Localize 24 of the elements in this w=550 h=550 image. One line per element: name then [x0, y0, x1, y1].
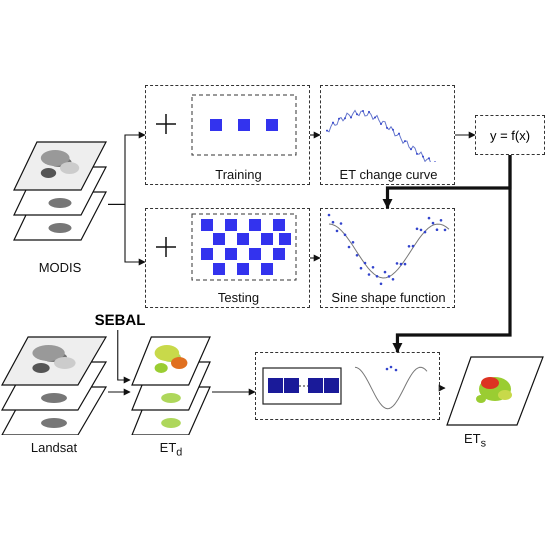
box-caption: ET change curve: [339, 167, 438, 182]
image-caption: ET$_{s}$: [464, 431, 486, 452]
arrow: [108, 388, 131, 396]
dashed-box: [320, 208, 455, 308]
dashed-box: [320, 85, 455, 185]
arrow: [108, 204, 146, 266]
method-label: SEBAL: [92, 312, 148, 330]
image-caption: MODIS: [38, 260, 82, 275]
box-caption: Training: [215, 167, 262, 182]
dashed-box: [145, 85, 310, 185]
arrow: [438, 384, 446, 392]
arrow: [310, 132, 321, 138]
box-caption: Testing: [218, 290, 260, 305]
arrow: [455, 132, 476, 138]
arrow: [310, 254, 321, 262]
image-caption: ET$_{d}$: [160, 440, 182, 461]
dashed-box: [255, 352, 440, 420]
arrow: [212, 388, 256, 396]
arrow: [117, 330, 131, 384]
image-caption: Landsat: [30, 440, 78, 455]
box-caption: Sine shape function: [331, 290, 446, 305]
dashed-box: [145, 208, 310, 308]
arrow: [392, 155, 512, 353]
formula-box: y = f(x): [475, 115, 545, 155]
